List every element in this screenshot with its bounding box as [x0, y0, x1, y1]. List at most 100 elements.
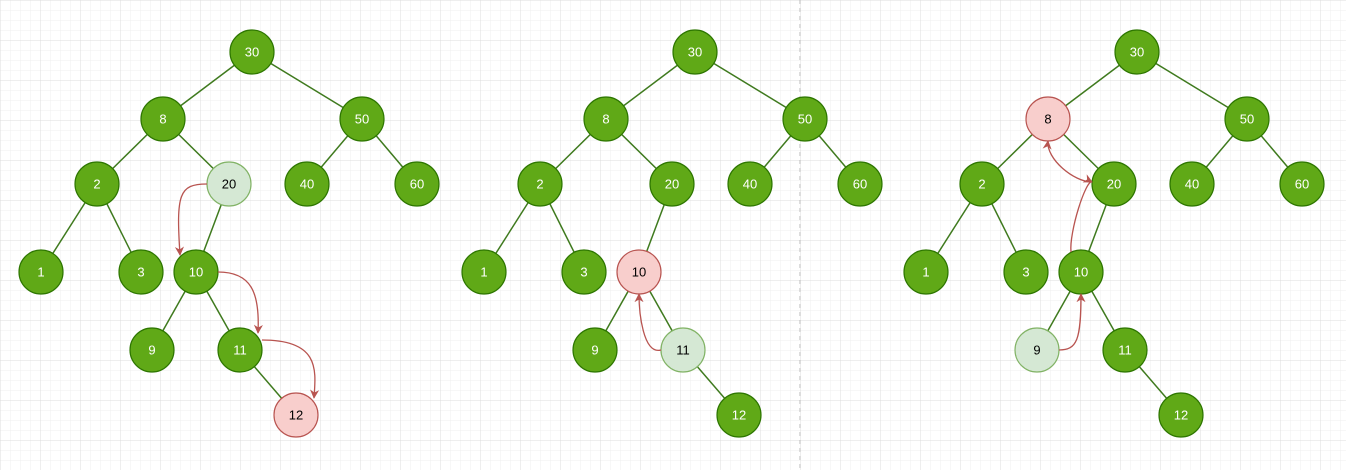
node-2[interactable]: 2: [959, 161, 1005, 207]
node-circle: [273, 392, 319, 438]
node-circle: [517, 161, 563, 207]
node-3[interactable]: 3: [118, 249, 164, 295]
node-label: 50: [355, 112, 369, 127]
arrow-n10-n11: [217, 271, 263, 334]
node-9[interactable]: 9: [1014, 327, 1060, 373]
node-50[interactable]: 50: [782, 96, 828, 142]
node-1[interactable]: 1: [461, 249, 507, 295]
node-40[interactable]: 40: [727, 161, 773, 207]
node-8[interactable]: 8: [1025, 96, 1071, 142]
node-circle: [903, 249, 949, 295]
node-20[interactable]: 20: [1091, 161, 1137, 207]
node-30[interactable]: 30: [672, 29, 718, 75]
node-circle: [118, 249, 164, 295]
node-circle: [461, 249, 507, 295]
node-30[interactable]: 30: [229, 29, 275, 75]
node-8[interactable]: 8: [140, 96, 186, 142]
node-label: 60: [853, 177, 867, 192]
node-circle: [129, 327, 175, 373]
node-60[interactable]: 60: [1279, 161, 1325, 207]
node-circle: [561, 249, 607, 295]
node-circle: [217, 327, 263, 373]
node-circle: [1158, 392, 1204, 438]
node-circle: [284, 161, 330, 207]
node-circle: [716, 392, 762, 438]
arrow-n11-n10: [634, 293, 662, 351]
arrow-n9-n10: [1058, 293, 1086, 351]
node-label: 12: [1174, 408, 1188, 423]
node-label: 9: [591, 343, 598, 358]
node-label: 20: [665, 177, 679, 192]
node-10[interactable]: 10: [1058, 249, 1104, 295]
node-label: 11: [676, 343, 690, 358]
node-40[interactable]: 40: [284, 161, 330, 207]
arrow-n11-n12: [261, 339, 320, 399]
node-label: 50: [1240, 112, 1254, 127]
node-8[interactable]: 8: [583, 96, 629, 142]
node-10[interactable]: 10: [616, 249, 662, 295]
node-12[interactable]: 12: [716, 392, 762, 438]
arrow-n20-n10: [174, 183, 208, 256]
node-60[interactable]: 60: [837, 161, 883, 207]
node-circle: [1091, 161, 1137, 207]
node-10[interactable]: 10: [173, 249, 219, 295]
node-11[interactable]: 11: [660, 327, 706, 373]
node-circle: [572, 327, 618, 373]
arrow-n20-n8: [1042, 140, 1093, 183]
node-label: 8: [1044, 112, 1051, 127]
node-1[interactable]: 1: [18, 249, 64, 295]
node-2[interactable]: 2: [74, 161, 120, 207]
node-circle: [649, 161, 695, 207]
node-circle: [1102, 327, 1148, 373]
node-label: 9: [1033, 343, 1040, 358]
node-12[interactable]: 12: [273, 392, 319, 438]
node-circle: [1169, 161, 1215, 207]
tree-2: 30 8 50 2 20 40 60 1 3 10 9 11 12: [461, 29, 883, 438]
node-label: 2: [536, 177, 543, 192]
node-label: 20: [222, 177, 236, 192]
node-label: 2: [978, 177, 985, 192]
node-label: 8: [602, 112, 609, 127]
node-9[interactable]: 9: [129, 327, 175, 373]
node-label: 2: [93, 177, 100, 192]
node-label: 20: [1107, 177, 1121, 192]
node-1[interactable]: 1: [903, 249, 949, 295]
node-label: 3: [137, 265, 144, 280]
node-circle: [583, 96, 629, 142]
node-50[interactable]: 50: [1224, 96, 1270, 142]
node-label: 1: [922, 265, 929, 280]
node-label: 8: [159, 112, 166, 127]
node-label: 9: [148, 343, 155, 358]
node-label: 40: [300, 177, 314, 192]
node-label: 50: [798, 112, 812, 127]
node-circle: [229, 29, 275, 75]
node-circle: [1224, 96, 1270, 142]
tree-1: 30 8 50 2 20 40 60 1 3 10 9 11 12: [18, 29, 440, 438]
node-11[interactable]: 11: [217, 327, 263, 373]
node-20[interactable]: 20: [206, 161, 252, 207]
node-12[interactable]: 12: [1158, 392, 1204, 438]
node-3[interactable]: 3: [561, 249, 607, 295]
node-20[interactable]: 20: [649, 161, 695, 207]
node-label: 30: [1130, 45, 1144, 60]
node-30[interactable]: 30: [1114, 29, 1160, 75]
node-40[interactable]: 40: [1169, 161, 1215, 207]
node-50[interactable]: 50: [339, 96, 385, 142]
node-3[interactable]: 3: [1003, 249, 1049, 295]
node-label: 11: [1118, 343, 1132, 358]
node-9[interactable]: 9: [572, 327, 618, 373]
node-circle: [1003, 249, 1049, 295]
node-circle: [18, 249, 64, 295]
node-label: 60: [410, 177, 424, 192]
node-60[interactable]: 60: [394, 161, 440, 207]
node-11[interactable]: 11: [1102, 327, 1148, 373]
node-circle: [782, 96, 828, 142]
node-2[interactable]: 2: [517, 161, 563, 207]
node-circle: [672, 29, 718, 75]
node-label: 3: [580, 265, 587, 280]
node-label: 11: [233, 343, 247, 358]
